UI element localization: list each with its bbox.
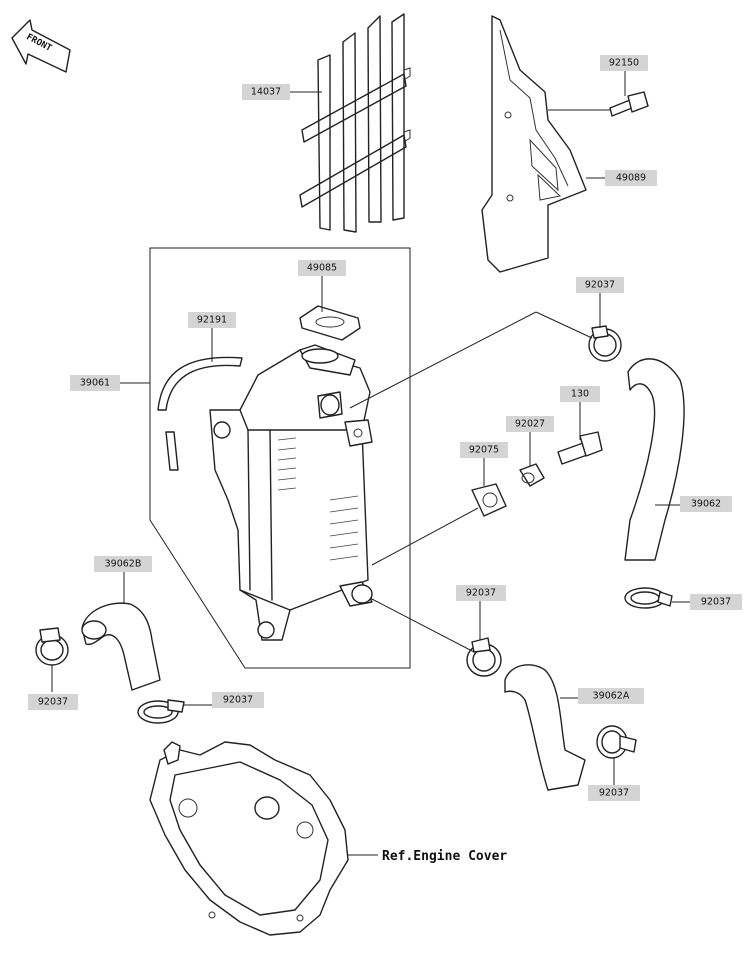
label-39061[interactable]: 39061 bbox=[70, 375, 120, 391]
label-92037-left[interactable]: 92037 bbox=[28, 694, 78, 710]
label-92075[interactable]: 92075 bbox=[460, 442, 508, 458]
label-39062A[interactable]: 39062A bbox=[578, 688, 644, 704]
label-39062[interactable]: 39062 bbox=[680, 496, 732, 512]
label-130[interactable]: 130 bbox=[560, 386, 600, 402]
label-92191[interactable]: 92191 bbox=[188, 312, 236, 328]
svg-text:92037: 92037 bbox=[701, 597, 731, 608]
svg-text:92191: 92191 bbox=[197, 315, 227, 326]
label-92150[interactable]: 92150 bbox=[600, 55, 648, 71]
svg-text:92150: 92150 bbox=[609, 58, 639, 69]
radiator-group-frame bbox=[149, 247, 411, 669]
svg-text:92037: 92037 bbox=[599, 788, 629, 799]
hose-clamp-lower-right bbox=[596, 725, 637, 759]
svg-text:92075: 92075 bbox=[469, 445, 499, 456]
radiator-shroud bbox=[481, 15, 587, 273]
radiator-hose-lower-right bbox=[504, 664, 586, 791]
label-39062B[interactable]: 39062B bbox=[94, 556, 152, 572]
hose-clamp-right bbox=[624, 587, 673, 609]
shroud-bolt bbox=[609, 91, 649, 117]
label-49085[interactable]: 49085 bbox=[298, 260, 346, 276]
svg-text:39062: 39062 bbox=[691, 499, 721, 510]
svg-text:39061: 39061 bbox=[80, 378, 110, 389]
svg-text:49085: 49085 bbox=[307, 263, 337, 274]
label-49089[interactable]: 49089 bbox=[605, 170, 657, 186]
svg-text:39062B: 39062B bbox=[105, 559, 142, 570]
svg-text:14037: 14037 bbox=[251, 87, 281, 98]
svg-text:92027: 92027 bbox=[515, 419, 545, 430]
rubber-damper bbox=[471, 483, 507, 517]
engine-cover-reference-label: Ref.Engine Cover bbox=[382, 849, 507, 864]
radiator-core bbox=[209, 344, 373, 641]
svg-text:92037: 92037 bbox=[466, 588, 496, 599]
mounting-bolt bbox=[557, 431, 603, 465]
svg-text:49089: 49089 bbox=[616, 173, 646, 184]
breather-tube bbox=[157, 356, 243, 471]
svg-text:92037: 92037 bbox=[38, 697, 68, 708]
svg-text:39062A: 39062A bbox=[593, 691, 630, 702]
hose-clamp-lower-left bbox=[137, 699, 185, 724]
label-92037-middle[interactable]: 92037 bbox=[456, 585, 506, 601]
engine-cover bbox=[149, 741, 349, 936]
hose-clamp-upper bbox=[588, 325, 622, 362]
label-92037-right[interactable]: 92037 bbox=[690, 594, 742, 610]
svg-text:130: 130 bbox=[571, 389, 589, 400]
hose-clamp-middle bbox=[466, 637, 502, 677]
svg-text:92037: 92037 bbox=[585, 280, 615, 291]
radiator-hose-lower-left bbox=[81, 602, 161, 691]
label-92037-upper[interactable]: 92037 bbox=[576, 277, 624, 293]
radiator-cap-rubber bbox=[299, 305, 361, 341]
radiator-grille-guard bbox=[299, 13, 411, 233]
label-14037[interactable]: 14037 bbox=[242, 84, 290, 100]
front-direction-arrow: FRONT bbox=[11, 19, 71, 73]
leader-lines bbox=[51, 70, 690, 856]
label-92037-lower-left[interactable]: 92037 bbox=[212, 692, 264, 708]
hose-clamp-left bbox=[35, 627, 69, 666]
part-labels: 14037 92150 49089 49085 92191 39061 9203… bbox=[28, 55, 742, 801]
label-92037-lower-right[interactable]: 92037 bbox=[588, 785, 640, 801]
svg-text:92037: 92037 bbox=[223, 695, 253, 706]
radiator-hose-upper bbox=[624, 358, 685, 561]
label-92027[interactable]: 92027 bbox=[506, 416, 554, 432]
collar bbox=[519, 463, 545, 487]
